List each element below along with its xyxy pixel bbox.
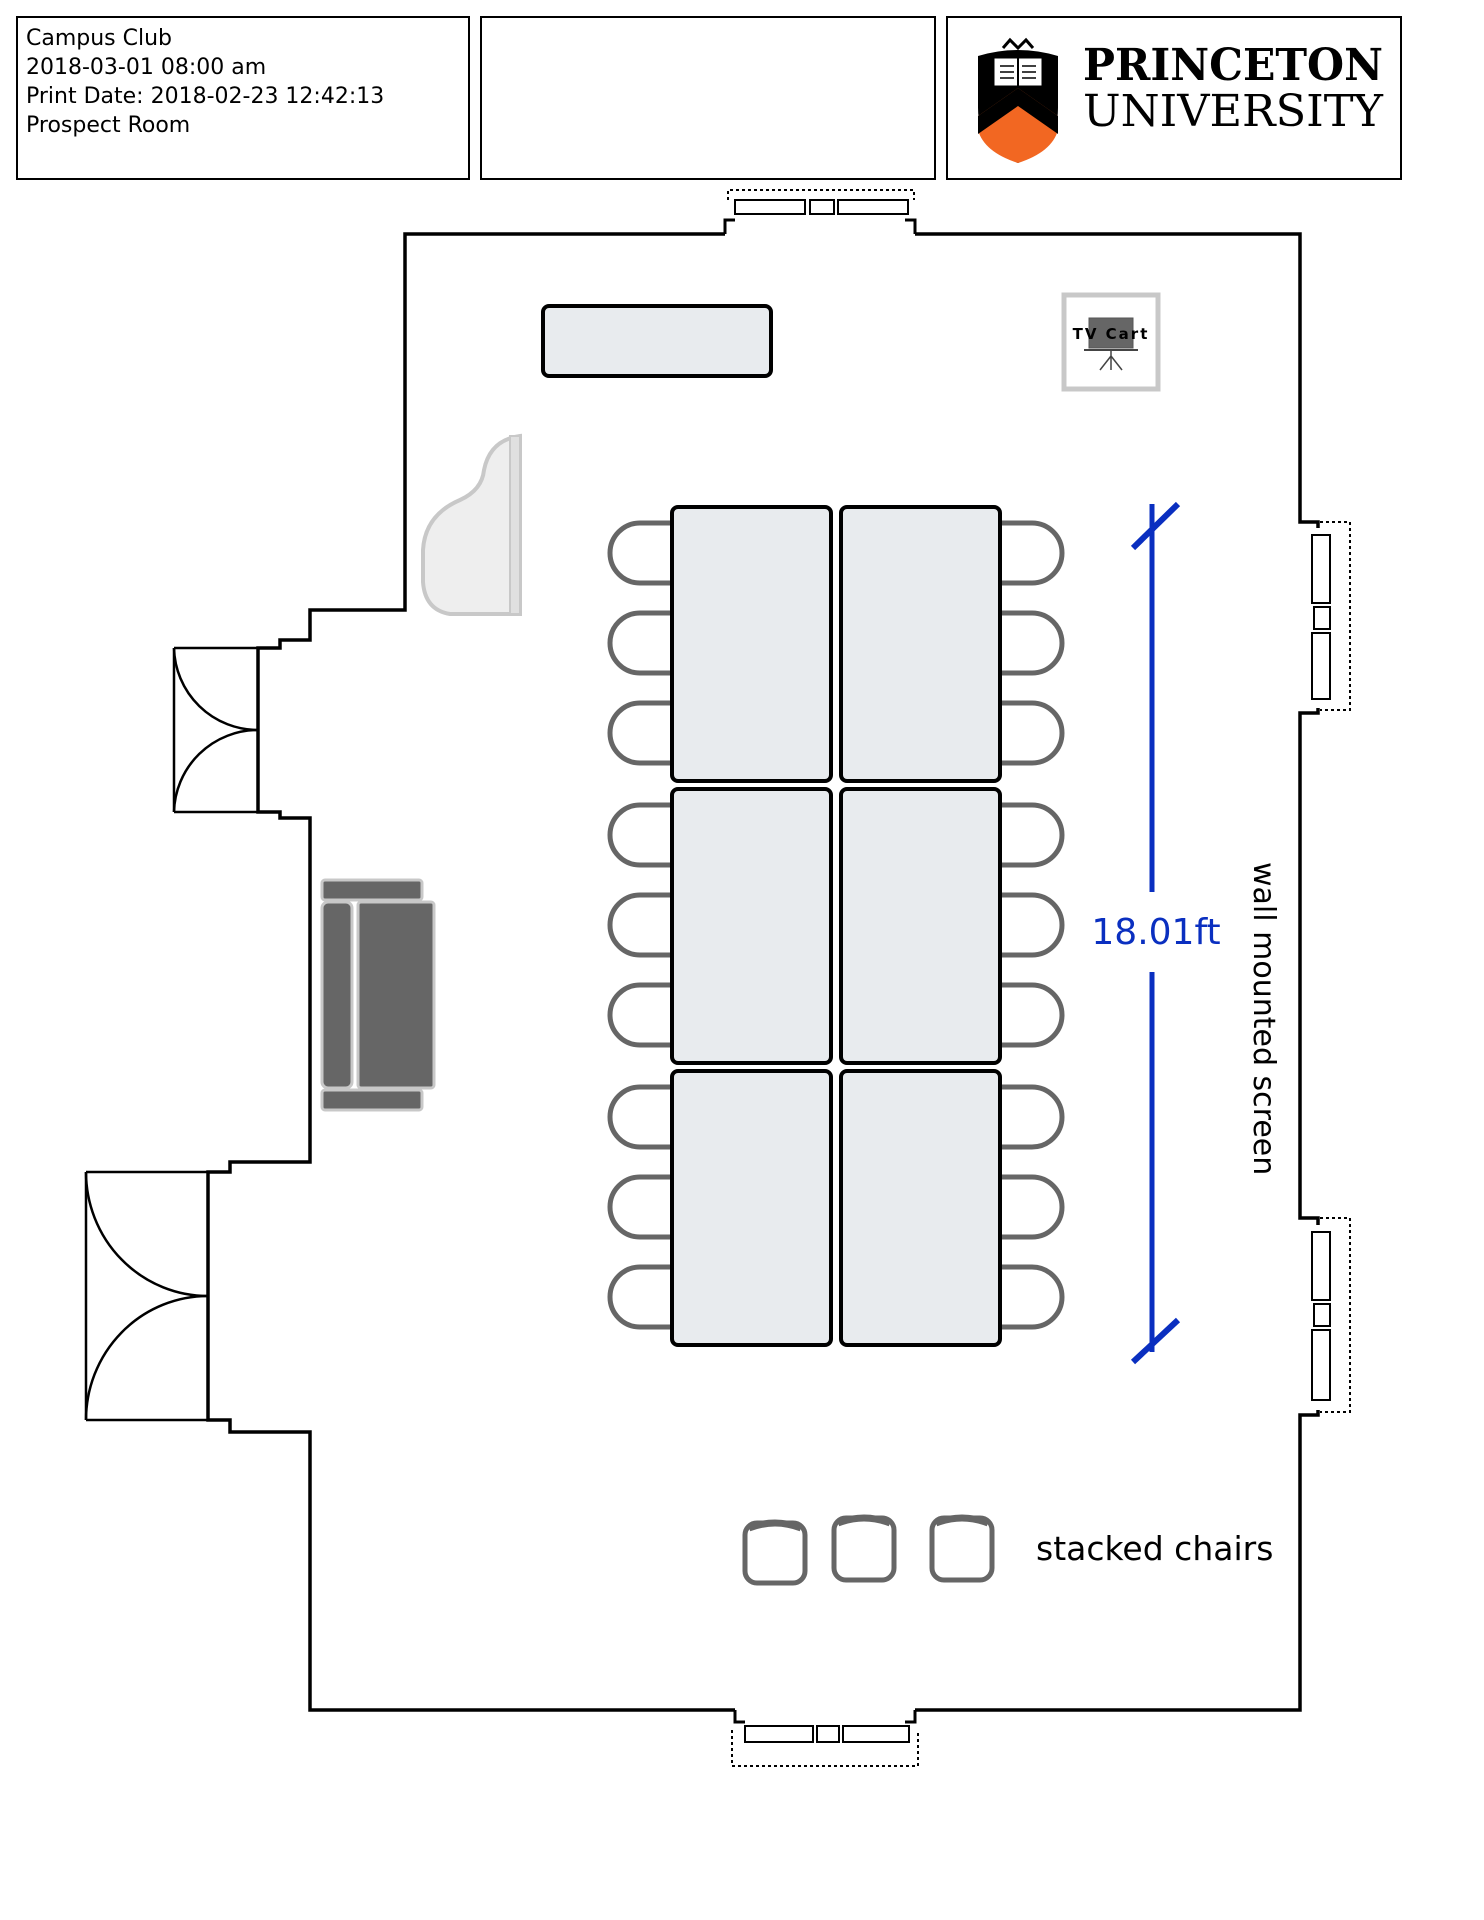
chair bbox=[607, 892, 672, 958]
room-name: Prospect Room bbox=[26, 113, 191, 138]
chair bbox=[1000, 700, 1065, 766]
banquet-table bbox=[670, 1069, 833, 1347]
chair bbox=[1000, 892, 1065, 958]
print-date: Print Date: 2018-02-23 12:42:13 bbox=[26, 84, 385, 109]
buffet-table bbox=[541, 304, 773, 378]
window-right-upper bbox=[1311, 521, 1351, 711]
room-wall bbox=[206, 232, 1320, 1712]
banquet-table bbox=[839, 1069, 1002, 1347]
tv-cart: TV Cart bbox=[1061, 292, 1161, 392]
chair bbox=[1000, 1264, 1065, 1330]
logo-box: PRINCETON UNIVERSITY bbox=[946, 16, 1402, 180]
chair bbox=[607, 700, 672, 766]
chair bbox=[607, 520, 672, 586]
event-info-box: Campus Club 2018-03-01 08:00 am Print Da… bbox=[16, 16, 470, 180]
piano-icon bbox=[421, 433, 522, 616]
venue-name: Campus Club bbox=[26, 26, 173, 51]
seating-layout bbox=[607, 505, 1065, 1347]
sofa-icon bbox=[320, 878, 436, 1112]
chair bbox=[607, 1264, 672, 1330]
chair bbox=[1000, 1084, 1065, 1150]
blank-header-box bbox=[480, 16, 936, 180]
chair bbox=[607, 1174, 672, 1240]
event-datetime: 2018-03-01 08:00 am bbox=[26, 55, 267, 80]
chair bbox=[607, 802, 672, 868]
stacked-chairs bbox=[742, 1514, 995, 1586]
banquet-table bbox=[670, 505, 833, 783]
chair bbox=[607, 982, 672, 1048]
chair bbox=[1000, 1174, 1065, 1240]
dimension-marker: 18.01ft bbox=[1091, 501, 1221, 1365]
logo-line-2: UNIVERSITY bbox=[1083, 86, 1384, 137]
banquet-table bbox=[839, 505, 1002, 783]
chair bbox=[607, 1084, 672, 1150]
chair bbox=[1000, 802, 1065, 868]
window-bottom bbox=[731, 1725, 919, 1767]
banquet-table bbox=[670, 787, 833, 1065]
chair bbox=[1000, 982, 1065, 1048]
banquet-table bbox=[839, 787, 1002, 1065]
door-left-upper bbox=[172, 646, 260, 814]
princeton-shield-icon bbox=[978, 37, 1058, 163]
dimension-label: 18.01ft bbox=[1091, 912, 1220, 953]
window-top bbox=[727, 189, 915, 215]
logo-line-1: PRINCETON bbox=[1083, 40, 1383, 91]
wall-screen-label: wall mounted screen bbox=[1246, 862, 1281, 1175]
chair bbox=[1000, 520, 1065, 586]
door-left-lower bbox=[84, 1170, 210, 1422]
tv-cart-label: TV Cart bbox=[1073, 325, 1150, 343]
chair bbox=[607, 610, 672, 676]
chair bbox=[1000, 610, 1065, 676]
princeton-logo: PRINCETON UNIVERSITY bbox=[978, 37, 1384, 163]
stacked-chairs-label: stacked chairs bbox=[1036, 1529, 1273, 1568]
window-right-lower bbox=[1311, 1217, 1351, 1413]
